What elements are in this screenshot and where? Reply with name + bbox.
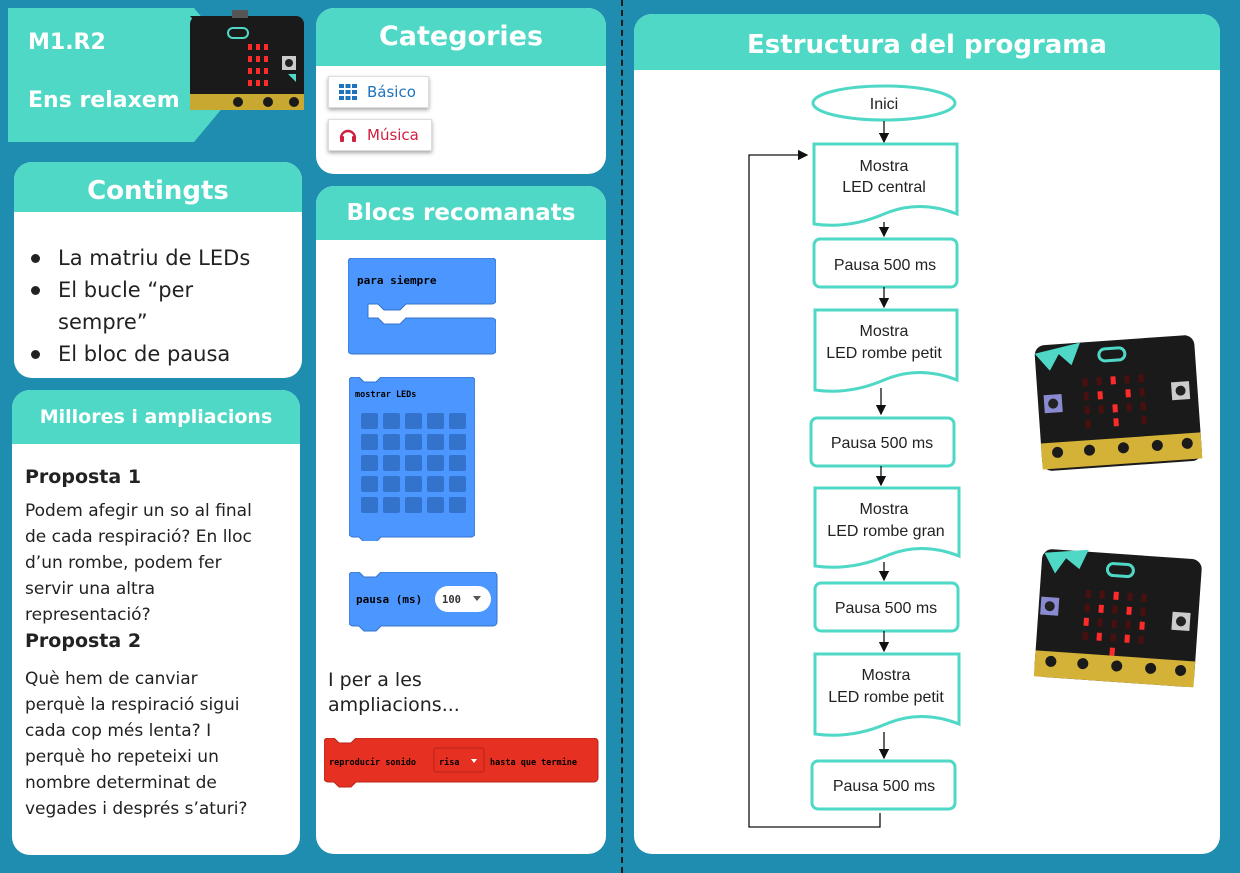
flowchart-step-show — [813, 652, 961, 737]
proposal-2-title: Proposta 2 — [25, 630, 142, 652]
flowchart-step-line: LED rombe petit — [828, 689, 944, 706]
pause-block-label: pausa (ms) — [356, 593, 422, 606]
dropdown-caret-icon — [471, 759, 477, 763]
flowchart-step-line: LED rombe petit — [826, 345, 942, 362]
proposal-2-line: nombre determinat de — [25, 773, 217, 793]
extensions-intro: I per a les ampliacions... — [328, 668, 460, 718]
proposal-1-line: servir una altra — [25, 579, 156, 599]
extensions-intro-line: I per a les — [328, 669, 422, 691]
contents-item: La matriu de LEDs — [28, 242, 288, 274]
activity-title: Ens relaxem — [28, 88, 180, 113]
show-leds-block[interactable]: mostrar LEDs — [349, 377, 475, 541]
flowchart-step-line: Mostra — [860, 158, 909, 175]
contents-item-text: El bucle “per — [58, 278, 194, 302]
play-sound-label: reproducir sonido — [329, 757, 416, 768]
recommended-blocks-heading: Blocs recomanats — [316, 186, 606, 240]
contents-list: La matriu de LEDs El bucle “per sempre” E… — [14, 212, 302, 370]
microbit-small-rhombus-image — [1034, 335, 1203, 471]
flowchart-start — [811, 84, 957, 122]
dropdown-caret-icon — [473, 596, 481, 601]
flowchart-step-line: Pausa 500 ms — [831, 435, 933, 452]
contents-item: El bloc de pausa — [28, 338, 288, 370]
flowchart-step-pause — [810, 759, 957, 811]
flowchart-step-pause — [812, 237, 959, 289]
category-musica-button[interactable]: Música — [328, 119, 432, 151]
flowchart-step-line: LED rombe gran — [827, 523, 944, 540]
program-structure-card: Estructura del programa Inici Mostra LED… — [634, 14, 1220, 854]
proposal-2-line: perquè ho repeteixi un — [25, 747, 219, 767]
flowchart-step-line: Mostra — [862, 667, 911, 684]
program-structure-heading: Estructura del programa — [634, 14, 1220, 70]
proposal-1-line: d’un rombe, podem fer — [25, 553, 222, 573]
improvements-heading: Millores i ampliacions — [12, 390, 300, 444]
show-leds-label: mostrar LEDs — [355, 390, 416, 400]
title-banner-shape — [8, 8, 250, 142]
contents-heading: Contingts — [14, 162, 302, 212]
pause-block[interactable]: pausa (ms) 100 — [349, 572, 499, 634]
play-sound-tail: hasta que termine — [490, 757, 577, 768]
category-basico-button[interactable]: Básico — [328, 76, 429, 108]
headphones-icon — [339, 129, 357, 142]
flowchart: Inici Mostra LED central Pausa 500 ms Mo… — [748, 84, 961, 828]
title-banner: M1.R2 Ens relaxem — [8, 8, 250, 142]
play-sound-block[interactable]: reproducir sonido risa hasta que termine — [324, 738, 600, 790]
proposal-2-line: cada cop més lenta? I — [25, 721, 212, 741]
loop-back-arrow — [748, 149, 881, 828]
flowchart-step-line: LED central — [842, 179, 926, 196]
forever-block[interactable]: para siempre — [348, 258, 496, 356]
microbit-image-top — [190, 10, 304, 110]
sound-value[interactable]: risa — [439, 757, 459, 768]
forever-block-label: para siempre — [357, 274, 437, 287]
flowchart-step-show — [813, 486, 961, 569]
contents-card: Contingts La matriu de LEDs El bucle “pe… — [14, 162, 302, 378]
flowchart-start-label: Inici — [870, 96, 898, 113]
proposal-2-line: vegades i després s’aturi? — [25, 799, 248, 819]
activity-code: M1.R2 — [28, 30, 106, 55]
proposal-1-line: de cada respiració? En lloc — [25, 527, 252, 547]
proposal-2-line: perquè la respiració sigui — [25, 695, 240, 715]
contents-item-text-cont: sempre” — [58, 310, 148, 334]
flowchart-step-pause — [809, 416, 956, 468]
proposal-1-text: Podem afegir un so al final de cada resp… — [25, 498, 288, 628]
improvements-card: Millores i ampliacions Proposta 1 Podem … — [12, 390, 300, 855]
proposal-1-title: Proposta 1 — [25, 466, 142, 488]
proposal-1-line: Podem afegir un so al final — [25, 501, 252, 521]
page-divider — [621, 0, 623, 873]
contents-item: El bucle “per sempre” — [28, 274, 288, 338]
categories-card: Categories Básico Música — [316, 8, 606, 174]
category-label: Básico — [367, 83, 416, 101]
categories-heading: Categories — [316, 8, 606, 66]
extensions-intro-line: ampliacions... — [328, 694, 460, 716]
category-label: Música — [367, 126, 419, 144]
flowchart-step-show — [813, 308, 959, 393]
proposal-1-line: representació? — [25, 605, 151, 625]
flowchart-step-line: Pausa 500 ms — [835, 600, 937, 617]
proposal-2-line: Què hem de canviar — [25, 669, 198, 689]
grid-icon — [339, 84, 357, 100]
recommended-blocks-card: Blocs recomanats para siempre mostrar LE… — [316, 186, 606, 854]
pause-value[interactable]: 100 — [442, 594, 461, 606]
flowchart-step-line: Mostra — [860, 323, 909, 340]
flowchart-step-line: Mostra — [860, 501, 909, 518]
microbit-big-rhombus-image — [1033, 549, 1202, 688]
proposal-2-text: Què hem de canviar perquè la respiració … — [25, 666, 288, 822]
flowchart-step-pause — [813, 581, 960, 633]
flowchart-step-show — [812, 142, 959, 227]
flowchart-step-line: Pausa 500 ms — [833, 778, 935, 795]
flowchart-step-line: Pausa 500 ms — [834, 257, 936, 274]
